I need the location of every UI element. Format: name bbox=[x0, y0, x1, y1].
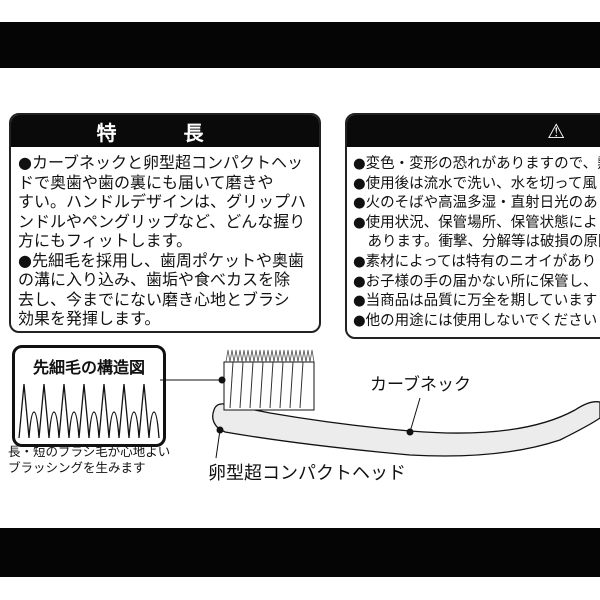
compact-head-label: 卵型超コンパクトヘッド bbox=[208, 463, 406, 484]
caution-box: ⚠ ●変色・変形の恐れがありますので、熱 ●使用後は流水で洗い、水を切って風 ●… bbox=[345, 113, 600, 339]
caution-line: ●変色・変形の恐れがありますので、熱 bbox=[353, 156, 600, 172]
features-line: ドで奥歯や歯の裏にも届いて磨きや bbox=[18, 172, 274, 192]
caution-line: ●素材によっては特有のニオイがあり bbox=[353, 253, 597, 270]
bottom-black-band bbox=[0, 528, 600, 577]
features-line: ●先細毛を採用し、歯周ポケットや奥歯 bbox=[18, 250, 304, 270]
features-line: ●カーブネックと卵型超コンパクトヘッ bbox=[18, 153, 304, 172]
features-box: 特 長 ●カーブネックと卵型超コンパクトヘッ ドで奥歯や歯の裏にも届いて磨きや … bbox=[9, 113, 321, 333]
caution-text: ●変色・変形の恐れがありますので、熱 ●使用後は流水で洗い、水を切って風 ●火の… bbox=[347, 147, 600, 331]
features-line: ンドルやペングリップなど、どんな握り bbox=[18, 211, 306, 231]
caution-line: ●使用後は流水で洗い、水を切って風 bbox=[353, 175, 597, 192]
bristle-structure-title: 先細毛の構造図 bbox=[32, 358, 145, 377]
curve-neck-label: カーブネック bbox=[370, 375, 471, 395]
features-line: の溝に入り込み、歯垢や食べカスを除 bbox=[18, 270, 291, 289]
caution-line: ●火のそばや高温多湿・直射日光のあ bbox=[353, 195, 598, 212]
features-line: すい。ハンドルデザインは、グリップハ bbox=[18, 192, 307, 211]
caution-line: ●お子様の手の届かない所に保管し、 bbox=[353, 273, 598, 290]
caption-line: ブラッシングを生みます bbox=[8, 460, 146, 475]
features-line: 効果を発揮します。 bbox=[18, 309, 161, 328]
features-title: 特 長 bbox=[11, 115, 319, 147]
bristle-structure-caption: 長・短のブラシ毛が心地よい ブラッシングを生みます bbox=[8, 444, 170, 476]
top-black-band bbox=[0, 22, 600, 68]
bristle-structure-box: 先細毛の構造図 bbox=[12, 345, 166, 447]
caution-line: ●使用状況、保管場所、保管状態によ bbox=[353, 214, 598, 231]
features-text: ●カーブネックと卵型超コンパクトヘッ ドで奥歯や歯の裏にも届いて磨きや すい。ハ… bbox=[11, 147, 319, 329]
caution-header: ⚠ bbox=[347, 115, 600, 147]
caution-line: ●他の用途には使用しないでください bbox=[353, 312, 598, 329]
features-line: 去し、今までにない磨き心地とブラシ bbox=[18, 289, 290, 309]
warning-triangle-icon: ⚠ bbox=[547, 119, 595, 143]
caution-line: ●当商品は品質に万全を期しています bbox=[353, 293, 598, 310]
caution-line: あります。衝撃、分解等は破損の原因 bbox=[353, 234, 600, 251]
bristle-structure-icon bbox=[18, 383, 160, 439]
caption-line: 長・短のブラシ毛が心地よい bbox=[8, 444, 171, 459]
features-line: 方にもフィットします。 bbox=[18, 231, 193, 250]
